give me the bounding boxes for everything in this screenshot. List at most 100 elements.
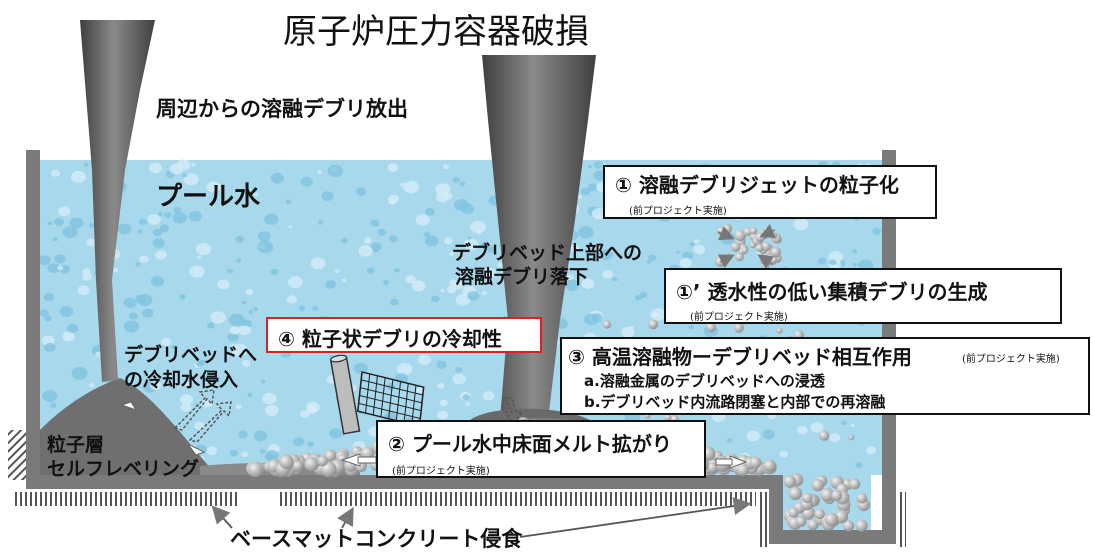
water-bubble xyxy=(446,285,457,294)
water-bubble xyxy=(150,275,165,287)
jet-fragmentation-box: ① 溶融デブリジェットの粒子化 (前プロジェクト実施) xyxy=(603,165,937,219)
water-bubble xyxy=(71,170,86,183)
water-bubble xyxy=(570,244,580,253)
water-bubble xyxy=(394,268,400,273)
water-bubble xyxy=(169,163,184,175)
water-bubble xyxy=(312,306,319,311)
erosion-arrows xyxy=(211,497,752,538)
water-bubble xyxy=(817,257,827,265)
debris-particle xyxy=(770,232,778,239)
water-bubble xyxy=(307,441,314,447)
melt-bed-interaction-title: ③ 高温溶融物ーデブリベッド相互作用 xyxy=(568,345,912,369)
water-bubble xyxy=(593,161,604,169)
water-bubble xyxy=(370,242,382,252)
water-bubble xyxy=(452,373,466,385)
debris-particle xyxy=(706,322,716,333)
water-bubble xyxy=(54,254,66,264)
water-bubble xyxy=(47,263,60,273)
water-bubble xyxy=(327,164,344,178)
water-bubble xyxy=(86,238,97,247)
water-bubble xyxy=(62,331,75,342)
debris-particle xyxy=(730,241,741,252)
water-bubble xyxy=(262,392,277,405)
water-bubble xyxy=(286,295,297,304)
water-bubble xyxy=(646,260,651,264)
water-bubble xyxy=(155,250,167,260)
melt-bed-item-a: a.溶融金属のデブリベッドへの浸透 xyxy=(584,372,825,390)
water-bubble xyxy=(855,462,863,468)
debris-particle xyxy=(788,507,799,518)
water-bubble xyxy=(452,177,460,183)
melt-bed-interaction-box: ③ 高温溶融物ーデブリベッド相互作用 (前プロジェクト実施) a.溶融金属のデブ… xyxy=(560,337,1090,415)
water-bubble xyxy=(810,422,824,433)
water-bubble xyxy=(77,285,90,296)
water-bubble xyxy=(591,208,606,220)
water-bubble xyxy=(112,267,119,273)
water-bubble xyxy=(197,255,202,259)
water-bubble xyxy=(423,231,431,238)
water-bubble xyxy=(437,383,445,389)
water-bubble xyxy=(149,162,162,174)
water-bubble xyxy=(465,401,471,407)
water-bubble xyxy=(264,213,279,225)
water-bubble xyxy=(253,430,268,442)
water-bubble xyxy=(415,214,430,226)
water-bubble xyxy=(259,449,266,454)
water-bubble xyxy=(265,450,279,461)
debris-particle xyxy=(292,460,303,471)
left-debris-jet xyxy=(80,20,155,382)
water-bubble xyxy=(693,244,706,255)
water-bubble xyxy=(480,241,491,250)
water-bubble xyxy=(123,320,139,333)
water-bubble xyxy=(762,429,776,440)
water-bubble xyxy=(602,270,614,279)
water-bubble xyxy=(123,297,137,308)
water-bubble xyxy=(639,291,648,298)
water-bubble xyxy=(42,390,58,403)
debris-particle xyxy=(763,459,776,472)
water-bubble xyxy=(449,251,454,256)
water-bubble xyxy=(82,273,92,281)
water-bubble xyxy=(139,219,147,226)
jet-fragmentation-title: ① 溶融デブリジェットの粒子化 xyxy=(615,173,899,197)
water-bubble xyxy=(443,164,450,170)
fragmentation-arrows xyxy=(717,224,777,269)
water-bubble xyxy=(51,169,61,177)
concrete-hatching-corner xyxy=(8,430,26,480)
melt-spreading-title: ② プール水中床面メルト拡がり xyxy=(388,432,672,456)
debris-particle xyxy=(843,520,855,532)
water-bubble xyxy=(257,231,271,242)
water-bubble xyxy=(142,308,154,318)
water-bubble xyxy=(54,217,64,226)
water-bubble xyxy=(482,267,497,279)
water-bubble xyxy=(435,183,451,196)
water-bubble xyxy=(180,403,192,412)
fall-onto-bed-label-2: 溶融デブリ落下 xyxy=(455,266,589,288)
water-bubble xyxy=(88,223,95,228)
water-bubble xyxy=(39,309,49,317)
water-bubble xyxy=(164,212,172,219)
concrete-hatching-mid xyxy=(278,492,756,506)
water-bubble xyxy=(238,430,248,439)
debris-particle xyxy=(824,512,839,527)
concrete-erosion-label: ベースマットコンクリート侵食 xyxy=(230,527,523,551)
debris-particle xyxy=(735,252,744,262)
water-bubble xyxy=(139,255,149,263)
jet-fragmentation-note: (前プロジェクト実施) xyxy=(629,206,727,217)
water-bubble xyxy=(389,298,399,306)
water-bubble xyxy=(253,192,259,197)
debris-particle xyxy=(795,516,807,527)
water-bubble xyxy=(581,278,595,289)
debris-particle xyxy=(814,508,825,520)
water-bubble xyxy=(248,309,254,314)
water-bubble xyxy=(299,410,310,418)
self-leveling-label: セルフレベリング xyxy=(47,458,200,480)
water-bubble xyxy=(188,210,203,222)
coolant-ingress-label-1: デブリベッドへ xyxy=(124,344,258,366)
water-bubble xyxy=(89,382,95,388)
water-bubble xyxy=(128,312,138,320)
water-bubble xyxy=(467,291,480,301)
debris-particle xyxy=(819,430,830,441)
water-bubble xyxy=(341,237,348,244)
